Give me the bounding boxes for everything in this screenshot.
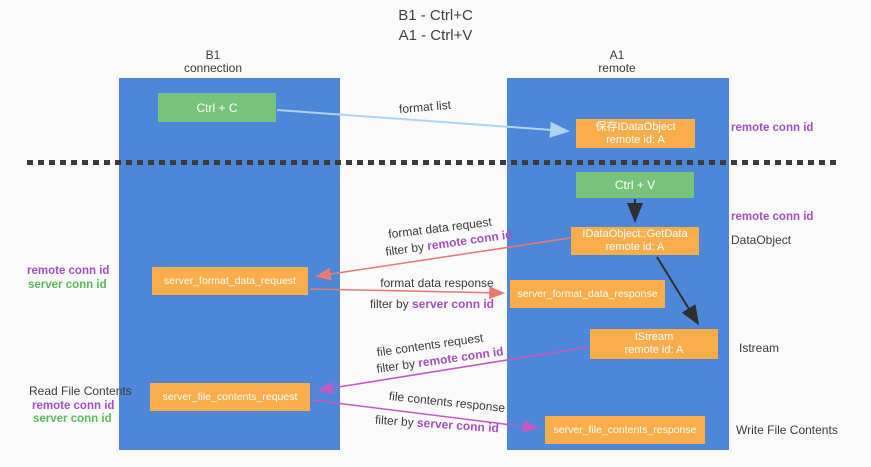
server-format-data-request-box: server_format_data_request: [152, 267, 308, 295]
save-idataobject-box: 保存IDataObject remote id: A: [576, 119, 695, 148]
ctrl-c-box: Ctrl + C: [158, 93, 276, 122]
getdata-line1: IDataObject::GetData: [582, 228, 688, 240]
diagram-title: B1 - Ctrl+C A1 - Ctrl+V: [0, 6, 871, 46]
istream-line1: IStream: [634, 331, 674, 343]
server-conn-id-highlight: server conn id: [416, 415, 500, 436]
dataobject-label: DataObject: [731, 233, 792, 247]
phase-separator-dashed-line: [27, 160, 839, 165]
getdata-line2: remote id: A: [605, 241, 665, 253]
server-format-data-response-label: server_format_data_response: [517, 287, 658, 300]
server-format-data-request-label: server_format_data_request: [164, 274, 296, 287]
filter-by-server-conn-id-label-1: filter by server conn id: [352, 297, 512, 311]
server-file-contents-response-label: server_file_contents_response: [553, 423, 697, 436]
right-remote-conn-id-label-mid: remote conn id: [731, 211, 814, 223]
left-column-header: B1 connection: [143, 49, 283, 75]
write-file-contents-label: Write File Contents: [736, 423, 838, 437]
filter-prefix: filter by: [369, 297, 412, 311]
right-column-name: A1: [609, 48, 625, 62]
ctrl-v-box: Ctrl + V: [576, 172, 694, 198]
left-server-conn-id-label-top: server conn id: [28, 279, 107, 291]
server-file-contents-request-label: server_file_contents_request: [162, 390, 298, 403]
ctrl-c-label: Ctrl + C: [196, 100, 238, 115]
filter-prefix: filter by: [374, 412, 418, 430]
idataobject-getdata-box: IDataObject::GetData remote id: A: [571, 227, 699, 255]
right-column-header: A1 remote: [547, 49, 687, 75]
server-format-data-response-box: server_format_data_response: [510, 280, 665, 308]
format-list-label: format list: [398, 97, 452, 117]
filter-by-server-conn-id-label-2: filter by server conn id: [357, 411, 518, 436]
istream-line2: remote id: A: [624, 344, 684, 356]
server-file-contents-request-box: server_file_contents_request: [150, 383, 310, 411]
istream-side-label: Istream: [739, 341, 780, 355]
server-file-contents-response-box: server_file_contents_response: [545, 416, 705, 444]
ctrl-v-label: Ctrl + V: [614, 178, 656, 192]
filter-prefix: filter by: [384, 239, 429, 259]
filter-prefix: filter by: [375, 356, 420, 376]
file-contents-response-label: file contents response: [388, 388, 506, 416]
right-remote-conn-id-label-top: remote conn id: [731, 122, 814, 134]
left-server-conn-id-label-bottom: server conn id: [33, 413, 112, 425]
save-idataobject-line1: 保存IDataObject: [595, 120, 676, 133]
save-idataobject-line2: remote id: A: [606, 133, 665, 146]
server-conn-id-highlight: server conn id: [411, 297, 495, 311]
left-column-role: connection: [183, 61, 243, 75]
istream-box: IStream remote id: A: [590, 329, 718, 359]
left-remote-conn-id-label-top: remote conn id: [27, 265, 110, 277]
title-line-2: A1 - Ctrl+V: [398, 27, 473, 44]
left-column-name: B1: [205, 48, 221, 62]
right-column-role: remote: [598, 61, 636, 75]
read-file-contents-label: Read File Contents: [29, 384, 132, 398]
left-remote-conn-id-label-bottom: remote conn id: [32, 400, 115, 412]
format-data-response-label: format data response: [380, 276, 494, 290]
title-line-1: B1 - Ctrl+C: [398, 7, 473, 24]
